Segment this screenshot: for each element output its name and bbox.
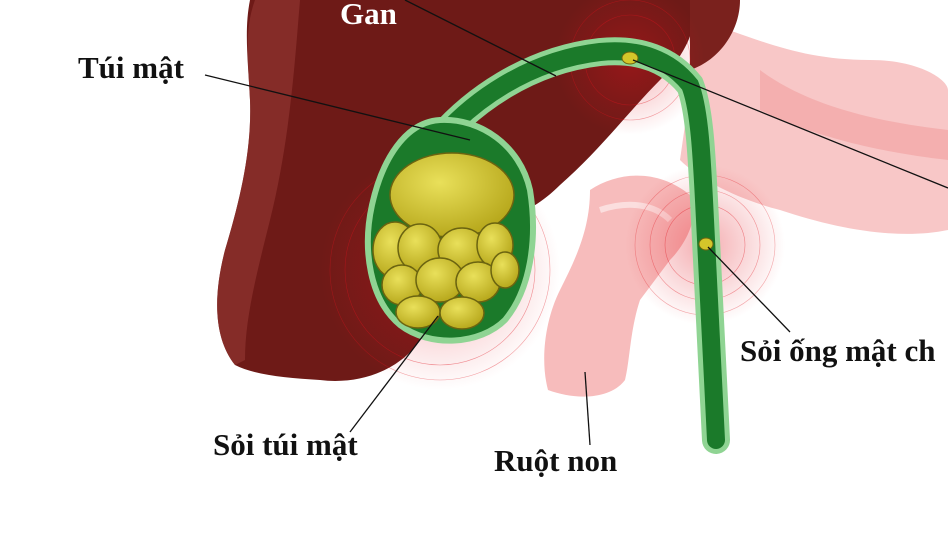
leader-lines xyxy=(204,0,948,446)
bile-duct xyxy=(418,37,730,454)
duct-stones xyxy=(621,51,714,251)
label-bile-duct-stone: Sỏi ống mật ch xyxy=(740,333,936,368)
label-small-intestine: Ruột non xyxy=(494,443,617,478)
gallbladder-stones xyxy=(372,152,520,330)
label-liver: Gan xyxy=(340,0,397,31)
label-gallbladder-stones: Sỏi túi mật xyxy=(213,427,358,462)
label-gallbladder: Túi mật xyxy=(78,50,185,85)
